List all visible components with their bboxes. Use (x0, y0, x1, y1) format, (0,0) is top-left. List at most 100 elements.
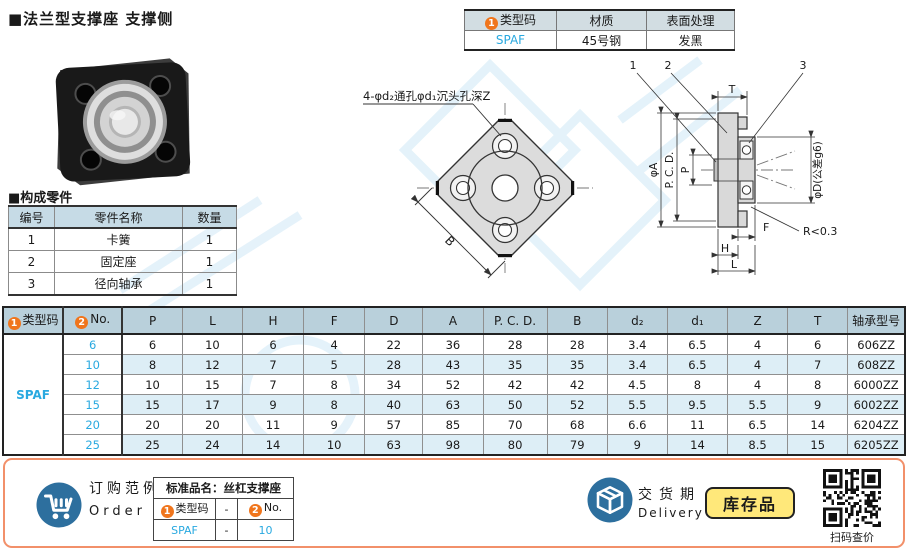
dimension-cell: 4.5 (606, 374, 668, 395)
spec-header-material: 材质 (556, 9, 647, 32)
size-no-link[interactable]: 10 (62, 354, 124, 375)
dimension-cell: 6.5 (727, 414, 789, 435)
parts-cell: 1 (182, 272, 237, 296)
dimension-cell: 9.5 (666, 394, 729, 415)
dimension-cell: 3.4 (606, 354, 668, 375)
dimension-cell: 10 (121, 374, 183, 395)
dimension-cell: 6204ZZ (847, 414, 906, 435)
dimension-cell: 35 (482, 354, 548, 375)
size-no-link[interactable]: 15 (62, 394, 124, 415)
section-view-drawing: 1 2 3 T φA P. C. D. P φD(公差g6) R<0.3 F H… (630, 59, 837, 275)
badge-1-icon: 1 (484, 17, 498, 31)
cart-icon (36, 482, 82, 528)
dimension-cell: 6002ZZ (847, 394, 906, 415)
delivery-title-en: Delivery (638, 506, 704, 520)
dim-h-label: H (721, 242, 729, 255)
spec-header-finish: 表面处理 (646, 9, 735, 32)
delivery-title-zh: 交货期 (638, 487, 701, 503)
dim-f-label: F (763, 221, 769, 234)
product-photo (55, 58, 191, 186)
dimension-cell: 5 (303, 354, 366, 375)
dim-column-header: 轴承型号 (847, 306, 906, 335)
dimension-cell: 68 (546, 414, 608, 435)
size-no-link[interactable]: 25 (62, 434, 124, 456)
dim-column-header: L (181, 306, 244, 335)
dimension-cell: 8.5 (727, 434, 789, 456)
parts-cell: 1 (182, 227, 237, 251)
dimension-cell: 4 (727, 333, 789, 355)
dimension-cell: 9 (606, 434, 668, 456)
size-no-link[interactable]: 12 (62, 374, 124, 395)
dimension-cell: 28 (482, 333, 548, 355)
dimension-cell: 4 (303, 333, 366, 355)
callout-1: 1 (630, 59, 637, 72)
parts-cell: 2 (8, 250, 55, 273)
dimension-cell: 98 (422, 434, 484, 456)
dim-b-label: B (442, 233, 458, 249)
dimension-cell: 36 (422, 333, 484, 355)
dimension-cell: 25 (121, 434, 183, 456)
parts-header: 零件名称 (54, 205, 183, 229)
standard-product-name: 标准品名：丝杠支撑座 (153, 477, 294, 499)
dimension-cell: 28 (364, 354, 424, 375)
dimension-cell: 63 (364, 434, 424, 456)
size-no-link[interactable]: 20 (62, 414, 124, 435)
dimension-cell: 57 (364, 414, 424, 435)
dimension-cell: 6000ZZ (847, 374, 906, 395)
dimension-cell: 5.5 (606, 394, 668, 415)
dim-phiD-label: φD(公差g6) (811, 141, 824, 199)
dim-column-header: Z (727, 306, 789, 335)
dim-column-header: d₁ (666, 306, 729, 335)
dimension-cell: 20 (121, 414, 183, 435)
dim-phiA-label: φA (647, 162, 660, 177)
dimension-cell: 14 (241, 434, 305, 456)
spec-data-row: SPAF 45号钢 发黑 (464, 30, 735, 52)
order-title-en: Order (89, 504, 146, 519)
qr-code (823, 469, 881, 527)
dim-r-label: R<0.3 (803, 225, 837, 238)
dimension-cell: 8 (303, 394, 366, 415)
dimension-cell: 6.5 (666, 333, 729, 355)
dimension-cell: 8 (121, 354, 183, 375)
order-title-zh: 订购范例 (89, 481, 161, 497)
dim-column-header: P. C. D. (482, 306, 548, 335)
dimension-cell: 9 (241, 394, 305, 415)
dimension-cell: 7 (241, 354, 305, 375)
dimension-cell: 15 (181, 374, 244, 395)
dim-p-label: P (679, 166, 692, 173)
spec-typecode-link[interactable]: SPAF (464, 30, 557, 52)
size-no-link[interactable]: 6 (62, 333, 124, 355)
order-dash: - (215, 498, 238, 520)
counterbore-note: 4-φd₂通孔φd₁沉头孔深Z (363, 89, 490, 103)
type-code-cell[interactable]: SPAF (2, 333, 65, 456)
dimension-cell: 43 (422, 354, 484, 375)
dimension-cell: 15 (121, 394, 183, 415)
dim-column-header: P (121, 306, 183, 335)
dimension-cell: 24 (181, 434, 244, 456)
parts-header: 数量 (182, 205, 237, 229)
dim-pcd-label: P. C. D. (664, 152, 676, 189)
dimension-cell: 6 (787, 333, 849, 355)
qr-caption: 扫码查价 (830, 531, 874, 544)
dim-column-header: D (364, 306, 424, 335)
dimension-cell: 20 (181, 414, 244, 435)
dimension-cell: 50 (482, 394, 548, 415)
dimension-cell: 85 (422, 414, 484, 435)
parts-cell: 固定座 (54, 250, 183, 273)
dimension-cell: 40 (364, 394, 424, 415)
dim-column-header: F (303, 306, 366, 335)
page-title: ■法兰型支撑座 支撑侧 (8, 10, 174, 28)
dimension-cell: 606ZZ (847, 333, 906, 355)
order-dash: - (215, 519, 238, 541)
